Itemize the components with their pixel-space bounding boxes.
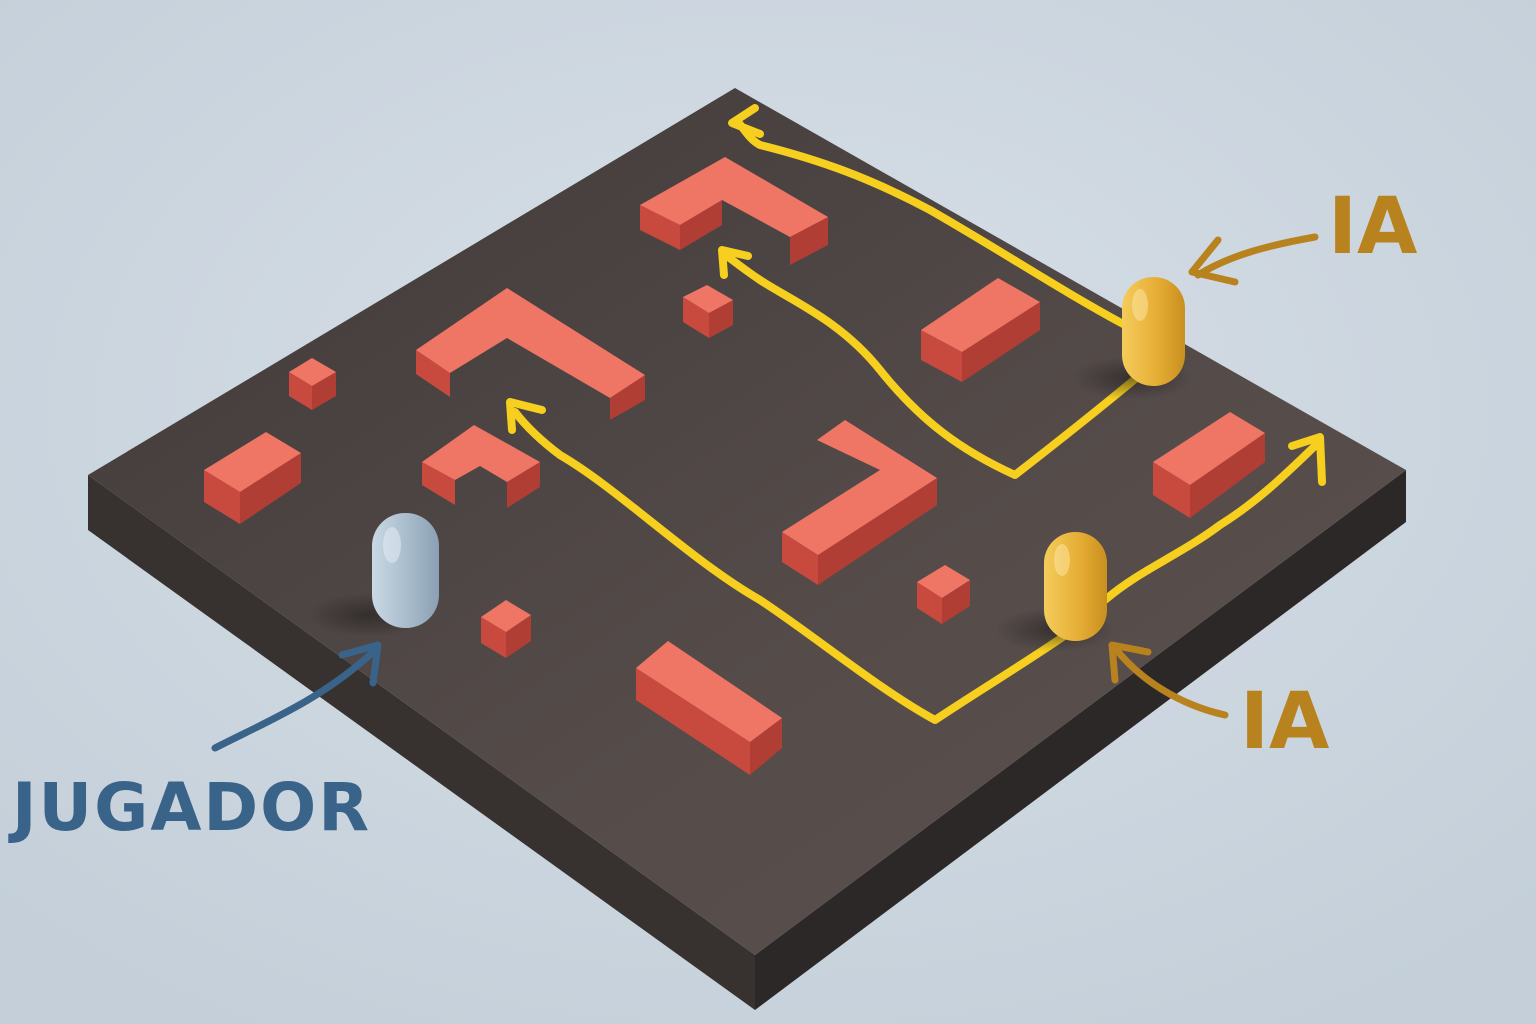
obstacle-small-cube-4-top-face — [481, 600, 531, 632]
obstacle-center-l-shape-top-face — [782, 420, 937, 555]
obstacle-small-cube-4-right-face — [506, 615, 531, 658]
obstacle-small-cube-1-left-face — [683, 297, 709, 338]
obstacle-small-cube-1-right-face — [709, 300, 733, 338]
obstacle-bar-right-top-face — [1153, 412, 1265, 485]
ai-path-top-to-center — [723, 252, 1144, 479]
ai-path-left-arrowhead — [506, 398, 546, 434]
obstacle-center-l-shape — [782, 420, 937, 585]
obstacle-bar-top-right-left-face — [921, 330, 962, 382]
obstacle-small-cube-4 — [481, 600, 531, 658]
obstacle-small-cube-2-right-face — [312, 372, 336, 410]
obstacle-bar-left — [204, 432, 301, 524]
player-annotation: JUGADOR — [8, 641, 382, 846]
obstacle-bar-right — [1153, 412, 1265, 518]
obstacle-bar-right-right-face — [1190, 433, 1265, 518]
obstacle-small-cube-2 — [289, 358, 336, 410]
obstacle-bar-bottom-left-face — [636, 668, 750, 775]
obstacle-bar-bottom — [636, 641, 782, 775]
ai-path-center-arrowhead — [718, 246, 752, 279]
obstacle-small-cube-2-left-face — [289, 372, 312, 410]
board-top — [88, 88, 1406, 955]
ai-path-top-to-corner — [734, 118, 1129, 329]
obstacle-bar-left-top-face — [204, 432, 301, 492]
obstacle-small-cube-3-left-face — [917, 582, 942, 624]
ai-capsule-top[interactable] — [1122, 277, 1185, 386]
obstacle-left-l-shape-right-face — [610, 375, 645, 420]
game-board — [88, 88, 1406, 1010]
obstacle-bar-top-right — [921, 278, 1040, 382]
obstacle-left-l-shape-left-face — [416, 350, 450, 397]
obstacle-small-cube-2-top-face — [289, 358, 336, 386]
obstacle-small-l — [422, 425, 540, 508]
obstacle-small-l-right-face — [507, 462, 540, 508]
ai-path-top-arrowhead — [728, 104, 764, 138]
obstacle-bar-bottom-right-face — [750, 718, 782, 775]
obstacle-small-cube-1-top-face — [683, 285, 733, 313]
player-label: JUGADOR — [8, 769, 371, 846]
ai-path-bottom-to-right — [1101, 439, 1322, 604]
obstacle-bar-left-right-face — [240, 453, 301, 524]
obstacle-small-cube-3-top-face — [917, 565, 970, 598]
obstacle-small-l-left-face — [422, 462, 455, 505]
ai-top-pointer-arrow — [1194, 233, 1319, 279]
obstacle-bar-top-right-right-face — [962, 302, 1040, 382]
obstacle-center-l-shape-left-face — [782, 532, 818, 585]
obstacle-top-l-shape-right-face-2 — [790, 217, 828, 265]
board-side-left — [88, 475, 755, 1010]
obstacle-top-l-shape-left-face — [640, 205, 680, 250]
ai-bottom-pointer-arrowhead — [1108, 641, 1152, 684]
board-side-right — [755, 470, 1406, 1010]
player-pointer-arrowhead — [338, 641, 382, 687]
obstacle-bar-top-right-top-face — [921, 278, 1040, 352]
obstacle-center-l-shape-right-face — [818, 478, 937, 585]
obstacle-small-cube-3-right-face — [942, 580, 970, 624]
ai-path-right-arrowhead — [1288, 433, 1326, 486]
player-capsule[interactable] — [372, 513, 439, 628]
obstacle-small-cube-1 — [683, 285, 733, 338]
ai-capsule-bottom[interactable] — [1044, 532, 1107, 641]
ai-top-pointer-arrowhead — [1188, 236, 1239, 286]
ai-paths-layer — [506, 104, 1326, 724]
ai-bottom-annotation: IA — [1108, 641, 1329, 767]
ai-top-label: IA — [1328, 182, 1417, 272]
ai-bottom-pointer-arrow — [1111, 644, 1229, 719]
obstacle-left-l-shape — [416, 288, 645, 420]
obstacle-small-l-top-face — [422, 425, 540, 482]
ai-bottom-label: IA — [1240, 677, 1329, 767]
ai-path-bottom-to-left — [511, 408, 1074, 724]
obstacle-bar-left-left-face — [204, 470, 240, 524]
ai-top-annotation: IA — [1188, 182, 1417, 286]
obstacle-small-cube-4-left-face — [481, 617, 506, 658]
obstacle-bar-right-left-face — [1153, 462, 1190, 518]
obstacles-layer — [204, 157, 1265, 775]
player-pointer-arrow — [211, 649, 376, 752]
obstacle-left-l-shape-top-face — [416, 288, 645, 398]
obstacle-top-l-shape-top-face — [640, 157, 828, 237]
obstacle-bar-bottom-top-face — [636, 641, 782, 742]
obstacle-top-l-shape-right-face — [680, 200, 722, 250]
obstacle-small-cube-3 — [917, 565, 970, 624]
obstacle-top-l-shape — [640, 157, 828, 265]
